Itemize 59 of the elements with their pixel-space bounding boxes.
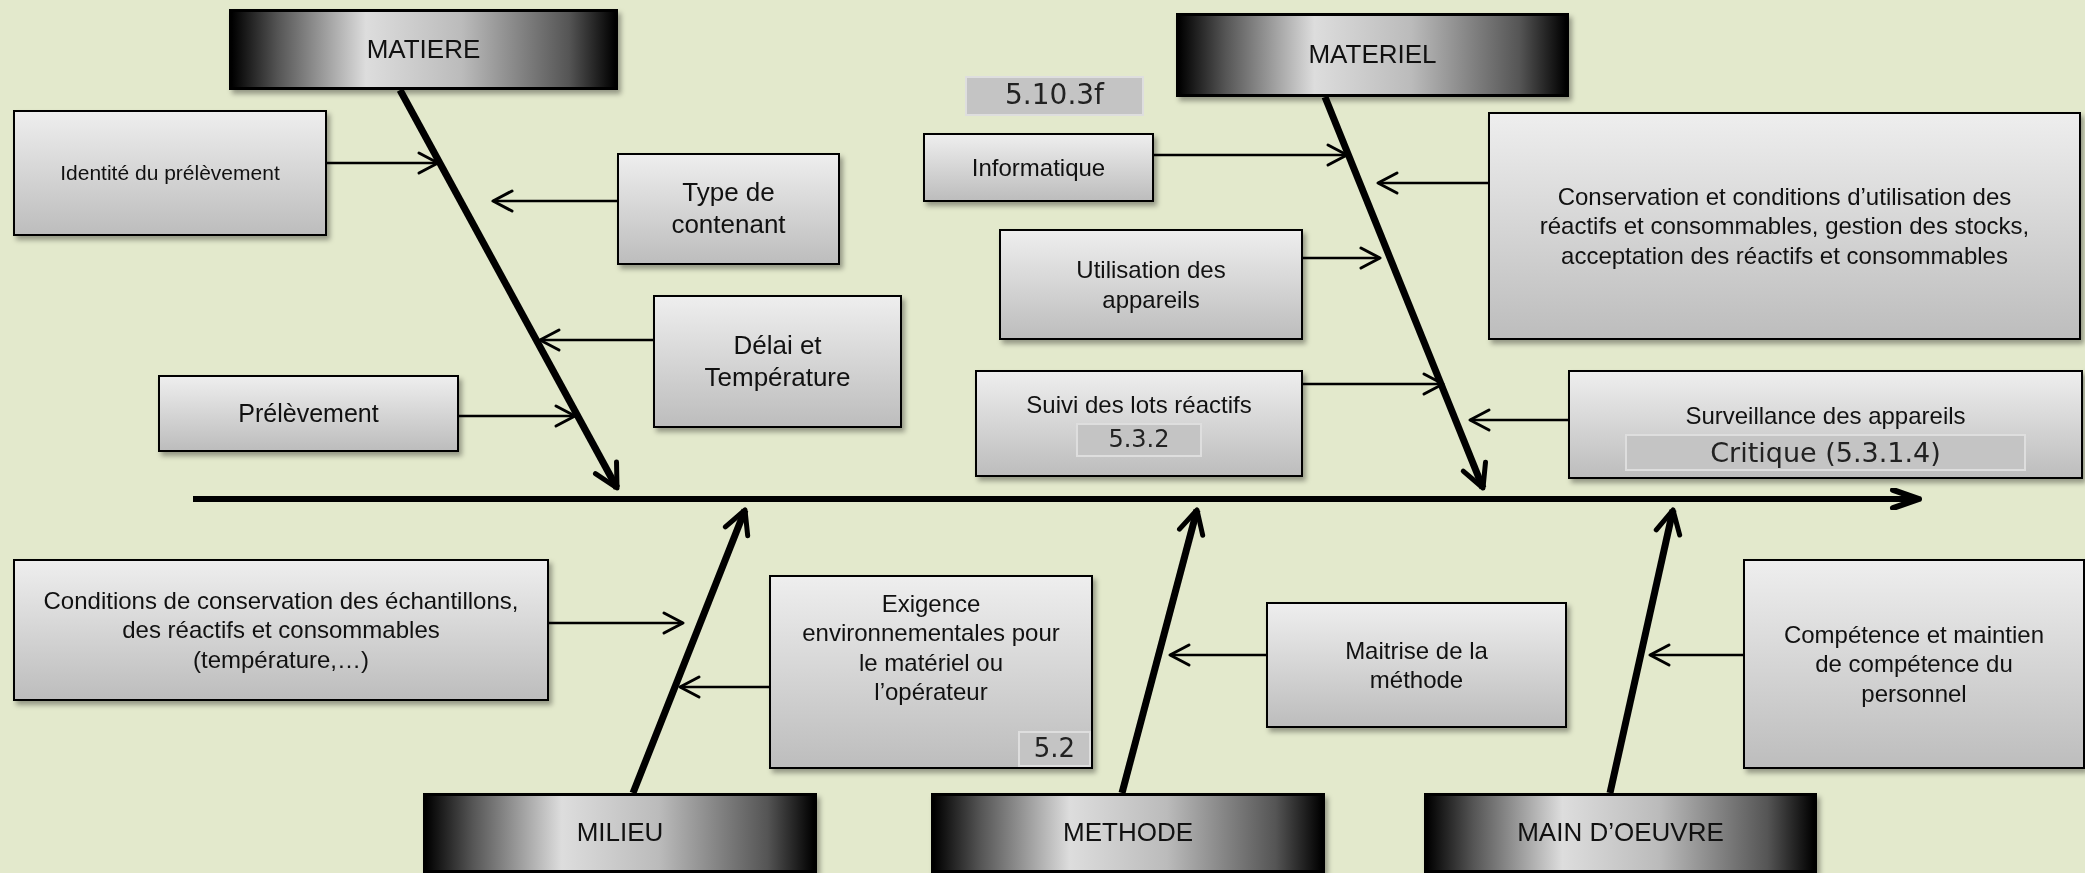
cause-text: Type de contenant [670, 177, 787, 241]
category-box [229, 9, 618, 90]
cause-box [769, 575, 1093, 769]
arrow [327, 151, 440, 175]
cause-text: Délai et Température [703, 329, 852, 394]
cause-text: Identité du prélèvement [60, 160, 280, 186]
cause-box [13, 559, 549, 701]
arrow [1468, 408, 1568, 432]
cause-text: Conservation et conditions d’utilisation des réactifs et consommables, gestion des stocks, acceptation des réactifs et consommables [1538, 182, 2031, 270]
cause-box [1488, 112, 2081, 340]
cause-text: Utilisation des appareils [1075, 255, 1227, 314]
spine-arrow [193, 488, 1923, 510]
category-title: MATERIEL [1308, 39, 1437, 71]
category-title: MATIERE [366, 33, 481, 66]
arrow [1303, 246, 1382, 270]
arrow [629, 507, 751, 795]
arrow [1606, 507, 1683, 794]
category-title: MAIN D’OEUVRE [1517, 817, 1724, 849]
arrow [1376, 171, 1488, 195]
cause-box [923, 133, 1154, 202]
cause-text: Surveillance des appareils [1685, 400, 1966, 430]
arrow [678, 675, 769, 699]
arrow [1303, 372, 1445, 396]
cause-text: Exigence environnementales pour le matériel ou l’opérateur [801, 589, 1061, 707]
cause-box [158, 375, 459, 452]
cause-text: Compétence et maintien de compétence du personnel [1782, 620, 2046, 708]
cause-box [1266, 602, 1567, 728]
arrow [549, 611, 685, 635]
reference-tag: 5.10.3f [965, 76, 1144, 116]
category-box [1424, 793, 1817, 873]
arrow [1168, 643, 1266, 667]
reference-tag: Critique (5.3.1.4) [1625, 433, 2026, 471]
cause-box [13, 110, 327, 236]
arrow [1154, 143, 1349, 167]
cause-box [617, 153, 840, 265]
arrow [396, 88, 621, 491]
arrow [1648, 643, 1743, 667]
cause-text: Prélèvement [238, 398, 379, 429]
cause-box [975, 370, 1303, 477]
cause-text: Conditions de conservation des échantillons, des réactifs et consommables (température,…) [43, 586, 519, 674]
cause-text: Informatique [971, 152, 1106, 183]
reference-tag: 5.3.2 [1076, 423, 1202, 457]
arrow [491, 189, 617, 213]
category-title: METHODE [1063, 817, 1193, 849]
category-box [1176, 13, 1569, 97]
arrow [538, 328, 653, 352]
category-box [931, 793, 1325, 873]
arrow [1321, 95, 1488, 491]
category-box [423, 793, 817, 873]
cause-box [1568, 370, 2083, 479]
category-title: MILIEU [576, 817, 664, 849]
arrow [1118, 507, 1206, 794]
cause-box [999, 229, 1303, 340]
cause-box [653, 295, 902, 428]
cause-text: Suivi des lots réactifs [1026, 390, 1252, 420]
arrow [459, 404, 577, 428]
cause-text: Maitrise de la méthode [1344, 635, 1489, 695]
cause-box [1743, 559, 2085, 769]
reference-tag: 5.2 [1017, 731, 1091, 767]
